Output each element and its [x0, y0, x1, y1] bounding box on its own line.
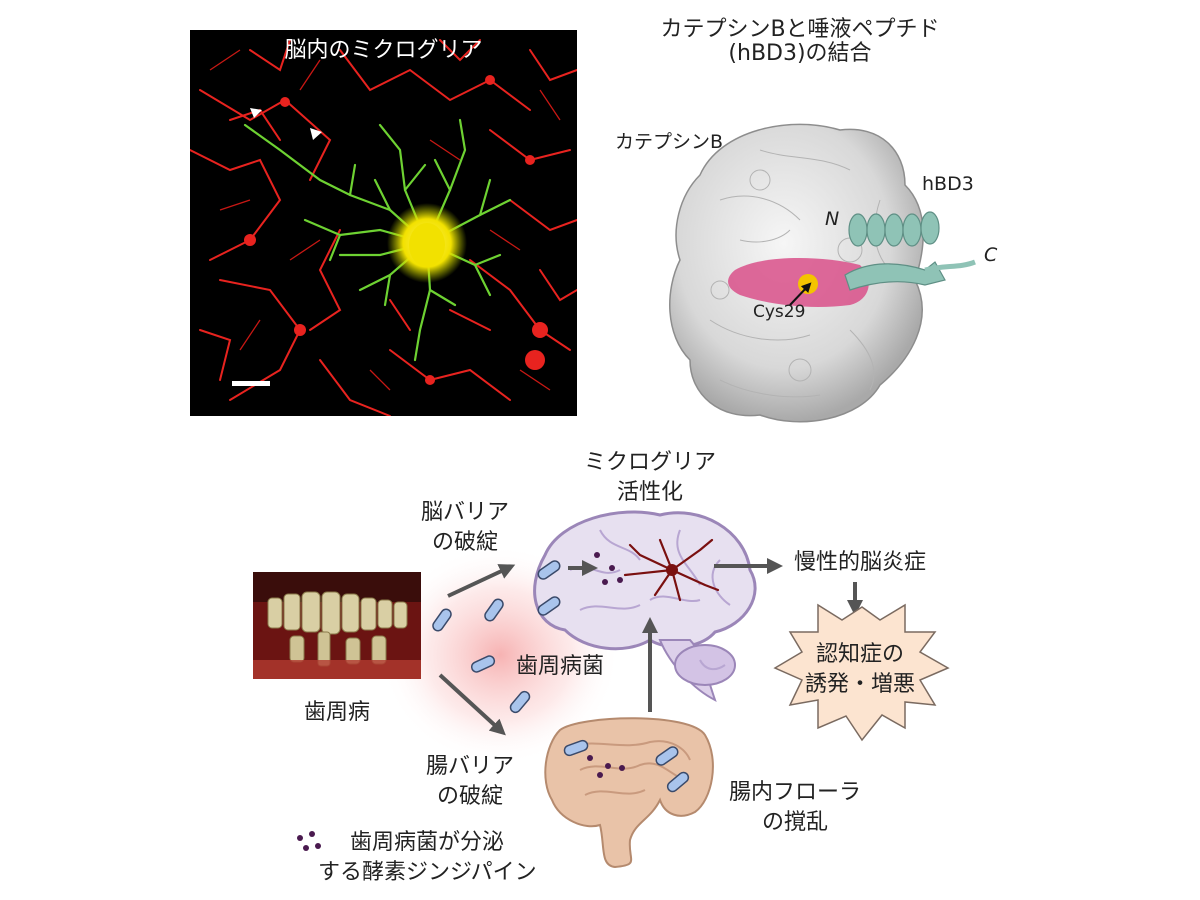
label-brain-barrier-line1: 脳バリア: [420, 500, 509, 525]
periodontitis-photo: [253, 572, 421, 679]
micrograph-title: 脳内のミクログリア: [284, 38, 483, 63]
gut-illustration: [544, 717, 714, 869]
brain-microglia: [623, 538, 720, 602]
label-gingipain-line1: 歯周病菌が分泌: [350, 830, 505, 855]
label-gut-barrier-line2: の破綻: [436, 784, 503, 809]
bacterium: [537, 560, 561, 580]
hbd3-peptide: [844, 211, 976, 291]
bacterium: [509, 690, 531, 714]
label-brain-barrier-line2: の破綻: [431, 530, 498, 555]
micrograph-arrowheads: [250, 108, 322, 140]
background-microglia-fine: [209, 49, 561, 391]
label-brain-barrier: 脳バリア の破綻: [400, 498, 530, 558]
arrow-to-gut: [438, 673, 506, 736]
scale-bar: [232, 381, 270, 386]
label-bacteria: 歯周病菌: [515, 654, 604, 679]
label-gut-flora-line1: 腸内フローラ: [728, 780, 861, 805]
label-microglia-activation: ミクログリア 活性化: [570, 448, 730, 508]
cathepsin-b-surface: [669, 123, 924, 423]
brain-gingipain-dots: [594, 552, 623, 585]
label-cys29: Cys29: [753, 302, 806, 322]
label-dementia-line1: 認知症の: [815, 642, 904, 667]
bacterium: [432, 608, 452, 632]
gut-gingipain-dots: [587, 755, 625, 778]
bacterium: [470, 655, 496, 673]
label-gut-barrier-line1: 腸バリア: [425, 754, 514, 779]
background-microglia-network: [190, 39, 577, 416]
label-periodontitis: 歯周病: [303, 700, 370, 725]
label-gut-barrier: 腸バリア の破綻: [405, 752, 535, 812]
label-c-terminus: C: [984, 244, 998, 266]
protein-title: カテプシンBと唾液ペプチド (hBD3)の結合: [600, 18, 1000, 66]
label-microglia-activation-line1: ミクログリア: [583, 450, 716, 475]
label-dementia: 認知症の 誘発・増悪: [790, 640, 930, 700]
label-gingipain-line2: する酵素ジンジパイン: [318, 860, 537, 885]
label-gingipain-note: 歯周病菌が分泌 する酵素ジンジパイン: [300, 828, 560, 888]
cys29-site: [798, 274, 818, 294]
label-gut-flora: 腸内フローラ の撹乱: [715, 778, 875, 838]
label-hbd3: hBD3: [922, 173, 974, 195]
protein-title-line2: (hBD3)の結合: [728, 41, 872, 66]
micrograph-image: [190, 30, 577, 416]
bacterium: [484, 598, 504, 622]
protein-title-line1: カテプシンBと唾液ペプチド: [660, 17, 940, 42]
label-dementia-line2: 誘発・増悪: [804, 672, 915, 697]
bacterium: [537, 596, 561, 616]
arrow-to-brain: [447, 564, 516, 598]
bacterium: [563, 739, 589, 757]
bacterium: [655, 746, 679, 766]
microglia-cell-body: [387, 203, 467, 283]
bacterium: [666, 771, 690, 793]
label-chronic-inflammation: 慢性的脳炎症: [793, 550, 926, 575]
label-n-terminus: N: [825, 208, 840, 230]
microglia-micrograph: 脳内のミクログリア: [190, 30, 577, 416]
background-cell-bodies: [244, 75, 548, 385]
label-gut-flora-line2: の撹乱: [761, 810, 828, 835]
label-microglia-activation-line2: 活性化: [616, 480, 683, 505]
label-cathepsin-b: カテプシンB: [615, 131, 724, 153]
